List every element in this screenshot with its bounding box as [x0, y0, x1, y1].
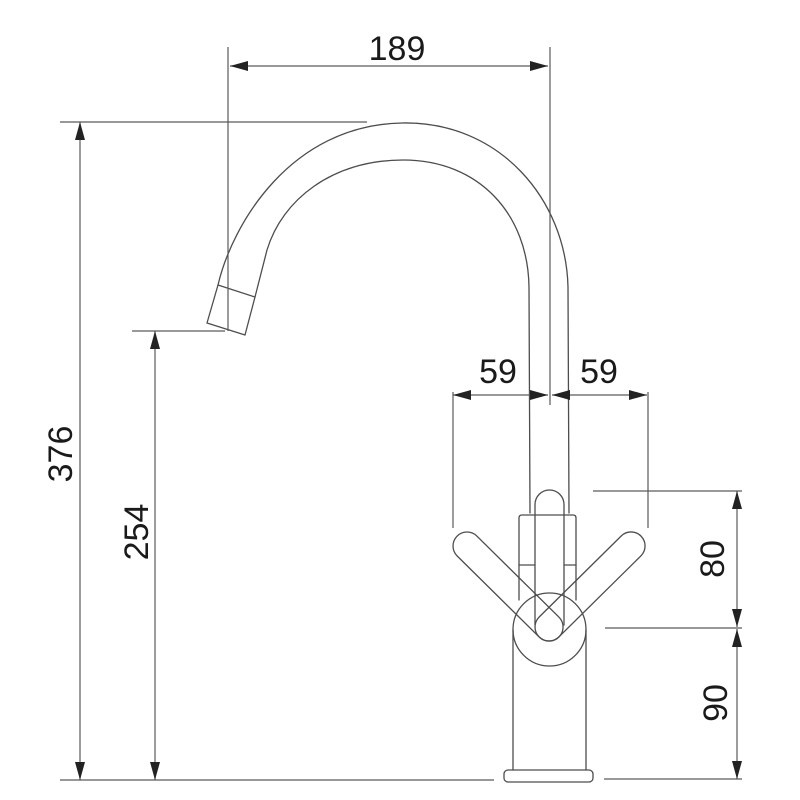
right-lever-handle [534, 531, 646, 642]
center-handle [534, 489, 565, 626]
label-base-height: 90 [697, 684, 735, 722]
label-total-height: 376 [42, 426, 80, 483]
spout-outer-curve [217, 122, 570, 514]
spout-aerator-nozzle [206, 284, 256, 336]
label-handle-height: 80 [694, 540, 732, 578]
label-right-offset: 59 [580, 353, 618, 391]
label-spout-reach: 189 [369, 30, 426, 68]
label-outlet-height: 254 [118, 504, 156, 561]
spout-inner-curve [254, 159, 531, 514]
dimension-lines [75, 61, 742, 780]
label-left-offset: 59 [479, 353, 517, 391]
left-lever-handle [452, 531, 564, 642]
base-plate [503, 769, 594, 783]
handle-body-block [518, 514, 577, 601]
faucet-outline [206, 122, 646, 783]
extension-lines [60, 47, 742, 781]
dimension-labels: 189 59 59 376 254 80 90 [42, 30, 735, 722]
handle-hub-circle [512, 592, 587, 667]
